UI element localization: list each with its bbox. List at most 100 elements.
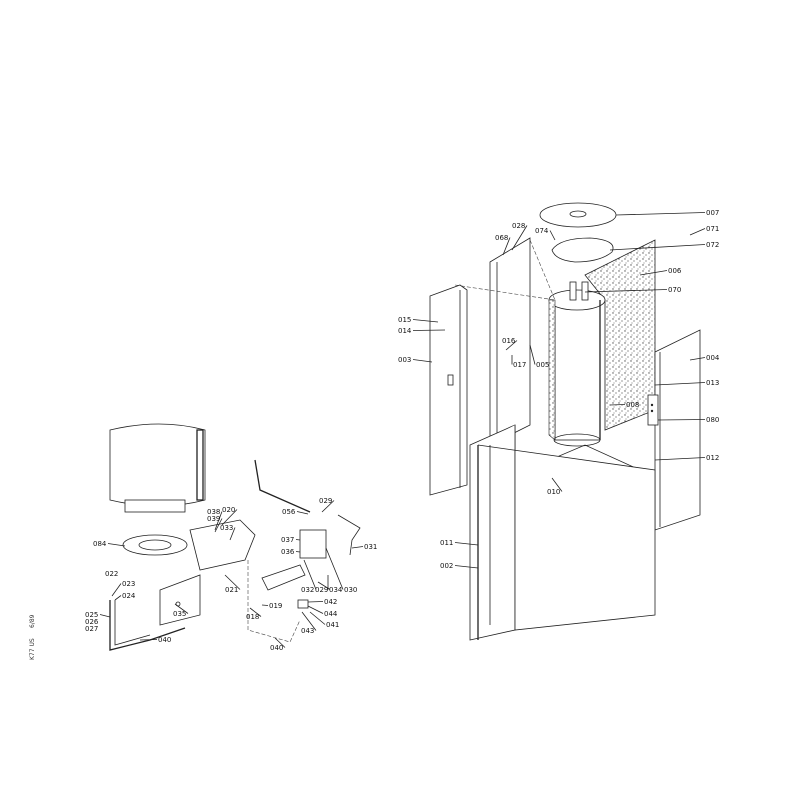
- leader-line: [351, 546, 364, 549]
- leader-line: [689, 357, 706, 361]
- part-number-label: 027: [85, 625, 98, 633]
- part-number-label: 016: [502, 337, 516, 345]
- part-number-label: 025: [85, 611, 98, 619]
- rear-side-panel: [489, 237, 531, 446]
- drawing-reference-text: K77 US: [29, 638, 36, 660]
- leader-line: [454, 565, 479, 569]
- part-number-label: 032: [301, 586, 314, 594]
- part-number-label: 023: [122, 580, 135, 588]
- burner-shield: [159, 574, 201, 626]
- leader-line: [249, 607, 262, 617]
- leader-line: [309, 611, 326, 625]
- part-number-label: 031: [364, 543, 377, 551]
- leader-line: [174, 603, 189, 614]
- part-number-label: 039: [207, 515, 220, 523]
- part-number-label: 041: [326, 621, 339, 629]
- storage-tank: [548, 281, 606, 447]
- part-number-label: 021: [225, 586, 238, 594]
- part-number-label: 044: [324, 610, 338, 618]
- part-number-label: 042: [324, 598, 337, 606]
- leader-line: [584, 289, 668, 293]
- leader-line: [609, 244, 706, 251]
- part-number-label: 008: [626, 401, 639, 409]
- leader-line: [654, 457, 706, 461]
- part-number-label: 038: [207, 508, 220, 516]
- leader-line: [107, 543, 126, 547]
- burner-bracket: [189, 519, 256, 571]
- gas-pipe: [254, 459, 311, 513]
- leader-line: [111, 583, 122, 597]
- leader-line: [301, 611, 317, 631]
- leader-line: [505, 340, 518, 351]
- part-number-label: 022: [105, 570, 118, 578]
- part-number-label: 006: [668, 267, 682, 275]
- part-number-label: 003: [398, 356, 411, 364]
- gasket-plate: [551, 237, 614, 263]
- drawing-reference-text: 6/89: [29, 614, 36, 628]
- part-number-label: 004: [706, 354, 720, 362]
- part-number-label: 014: [398, 327, 412, 335]
- part-number-label: 043: [301, 627, 314, 635]
- leader-line: [261, 604, 269, 606]
- leader-line: [689, 228, 706, 236]
- part-number-label: 013: [706, 379, 719, 387]
- front-panel: [469, 424, 516, 641]
- part-number-label: 034: [329, 586, 343, 594]
- part-number-label: 017: [513, 361, 526, 369]
- part-number-label: 068: [495, 234, 508, 242]
- part-number-label: 080: [706, 416, 719, 424]
- part-number-label: 026: [85, 618, 99, 626]
- part-number-label: 005: [536, 361, 549, 369]
- part-number-label: 040: [270, 644, 283, 652]
- leader-line: [549, 230, 556, 241]
- leader-line: [114, 595, 122, 601]
- gas-valve: [299, 529, 327, 559]
- leader-line: [139, 639, 158, 641]
- part-number-label: 037: [281, 536, 294, 544]
- part-number-label: 020: [222, 506, 235, 514]
- part-number-label: 074: [535, 227, 549, 235]
- leader-line: [551, 477, 563, 492]
- part-number-label: 036: [281, 548, 295, 556]
- part-number-label: 029: [319, 497, 332, 505]
- leader-line: [325, 547, 344, 590]
- part-number-label: 010: [547, 488, 560, 496]
- leader-line: [412, 359, 433, 363]
- leader-line: [529, 344, 536, 365]
- leader-line: [639, 270, 668, 276]
- part-number-label: 029: [315, 586, 328, 594]
- part-number-label: 012: [706, 454, 719, 462]
- part-number-label: 002: [440, 562, 453, 570]
- leader-line: [657, 419, 706, 421]
- part-number-label: 018: [246, 613, 259, 621]
- water-heater-cabinet-assembly: [429, 202, 701, 641]
- part-number-label: 072: [706, 241, 719, 249]
- part-number-label: 035: [173, 610, 186, 618]
- leader-line: [454, 542, 479, 546]
- leader-line: [99, 614, 111, 618]
- burner-gas-valve-assembly: [109, 423, 361, 651]
- part-number-label: 011: [440, 539, 453, 547]
- leader-line: [221, 509, 238, 526]
- leader-line: [502, 237, 511, 256]
- leader-line: [321, 500, 335, 513]
- part-number-label: 024: [122, 592, 136, 600]
- part-number-label: 070: [668, 286, 681, 294]
- leader-line: [654, 382, 706, 386]
- leader-line: [214, 511, 223, 531]
- burner-ring: [122, 534, 188, 556]
- part-number-label: 030: [344, 586, 357, 594]
- part-number-label: 071: [706, 225, 719, 233]
- leader-line: [303, 559, 317, 590]
- leader-line: [609, 404, 626, 406]
- part-number-label: 033: [220, 524, 233, 532]
- leader-line: [307, 601, 324, 603]
- leader-line: [307, 605, 324, 614]
- part-number-label: 015: [398, 316, 411, 324]
- control-panel: [647, 394, 659, 426]
- part-number-label: 007: [706, 209, 719, 217]
- part-number-label: 084: [93, 540, 107, 548]
- leader-line: [224, 574, 241, 590]
- tank-bottom: [109, 423, 206, 507]
